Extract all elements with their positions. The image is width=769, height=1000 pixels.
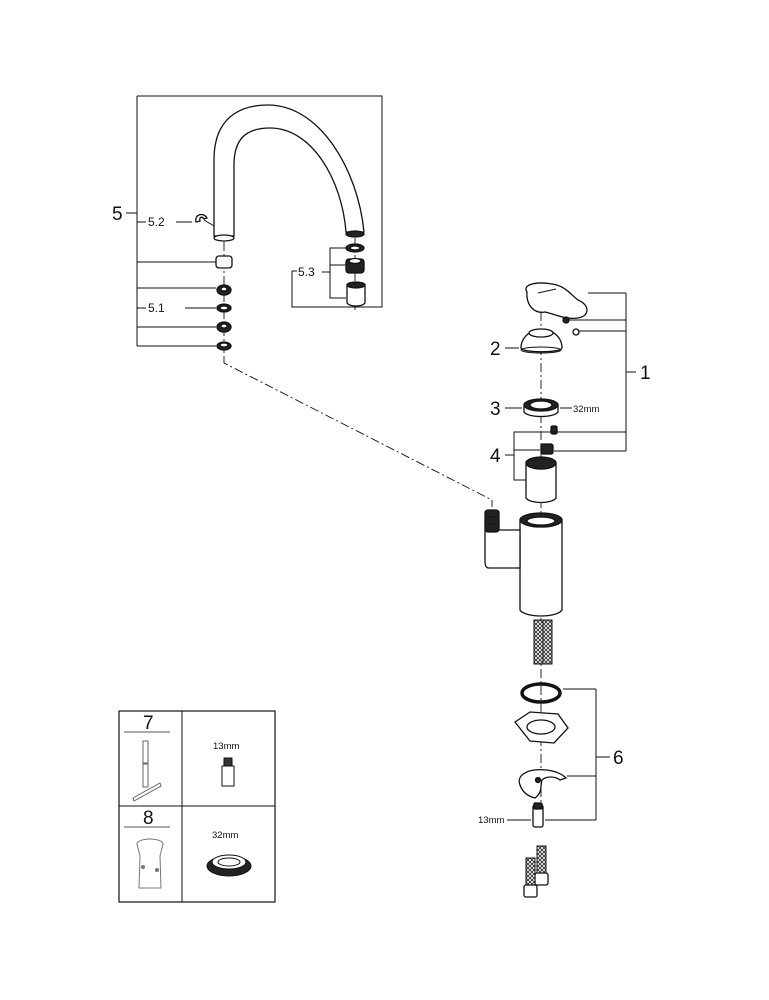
- spout-assembly-group: 5 5.2 5.1 5.3: [112, 95, 383, 360]
- callout-1: 1: [640, 363, 651, 384]
- clip-leader: [203, 219, 215, 227]
- supply-hose-end-2: [525, 857, 536, 887]
- spout-seal-1-hole: [220, 286, 228, 292]
- cartridge-body: [525, 462, 557, 504]
- handle-screw: [562, 316, 570, 324]
- tools-table-row: 7 13mm: [124, 713, 239, 802]
- callout-5: 5: [112, 204, 123, 225]
- threaded-nipple-top: [533, 802, 543, 810]
- lever-handle: [525, 282, 588, 320]
- spout-frame: [137, 95, 383, 308]
- spout-inlet-end: [213, 234, 235, 242]
- escutcheon-opening: [528, 328, 554, 338]
- spout-to-body-connector: [223, 358, 493, 507]
- cartridge-top: [525, 456, 557, 470]
- nipple-13mm-icon: [221, 757, 235, 787]
- aerator-housing: [346, 284, 366, 307]
- dimension-13mm: 13mm: [478, 815, 504, 826]
- t-handle-wrench-icon: [132, 740, 162, 802]
- faucet-body-spout-mount: [484, 529, 521, 569]
- o-ring-5-1-hole: [219, 305, 229, 311]
- spout-clip: [195, 213, 208, 223]
- leader-5-3-bracket: [329, 247, 346, 299]
- leader-4-bracket: [513, 431, 558, 481]
- cartridge-screw: [550, 425, 558, 435]
- supply-hose-1: [533, 619, 544, 665]
- callout-2: 2: [490, 339, 501, 360]
- aerator-insert-top: [348, 257, 362, 265]
- spout-inlet-nipple: [484, 509, 500, 533]
- mounting-o-ring: [520, 682, 562, 704]
- spout-seal-2-hole: [220, 323, 228, 329]
- valve-stack-group: 1 2 3 32mm 4: [478, 282, 651, 898]
- socket-spanner-icon: [136, 838, 164, 889]
- spout-tube: [213, 104, 365, 237]
- tool-8-size: 32mm: [212, 830, 238, 841]
- cartridge-nut-hole: [529, 400, 553, 410]
- tool-7-size: 13mm: [213, 741, 239, 752]
- spout-washer-hole: [219, 342, 229, 348]
- tool-number-8: 8: [143, 808, 154, 829]
- horseshoe-hole: [534, 776, 542, 784]
- handle-cap: [572, 328, 580, 336]
- escutcheon-rim: [520, 346, 562, 354]
- cartridge-spindle: [540, 443, 554, 455]
- nut-32mm-icon: [206, 854, 252, 877]
- callout-5-2: 5.2: [148, 215, 165, 229]
- tools-table: 7 13mm 8 32mm: [118, 710, 276, 903]
- callout-6: 6: [613, 748, 624, 769]
- aerator-housing-rim: [346, 281, 366, 289]
- tools-table-row: 8 32mm: [124, 808, 252, 889]
- supply-hose-2: [542, 619, 553, 665]
- callout-5-3: 5.3: [298, 265, 315, 279]
- mounting-horseshoe: [518, 769, 568, 799]
- mounting-plate-hole: [526, 719, 556, 735]
- callout-5-1: 5.1: [148, 301, 165, 315]
- callout-3: 3: [490, 399, 501, 420]
- tool-number-7: 7: [143, 713, 154, 734]
- callout-4: 4: [490, 446, 501, 467]
- spout-outlet-end: [345, 230, 365, 238]
- faucet-body-bore: [526, 516, 556, 526]
- aerator-washer-hole: [349, 245, 361, 251]
- dimension-32mm: 32mm: [573, 404, 599, 415]
- supply-hose-end-1: [536, 845, 547, 875]
- spout-bushing: [215, 255, 233, 269]
- lever-handle-mark: [537, 288, 557, 294]
- faucet-body: [519, 519, 563, 617]
- hose-nut-2: [523, 884, 538, 898]
- hose-nut-1: [534, 872, 549, 886]
